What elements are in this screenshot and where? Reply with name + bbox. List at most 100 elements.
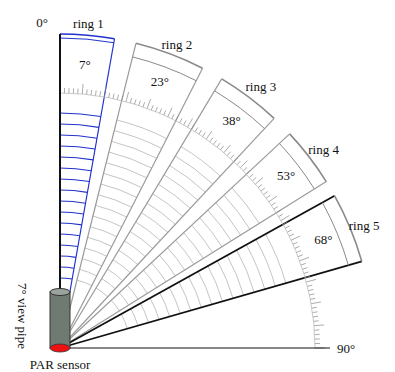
ring-ray (60, 261, 362, 348)
scale-tick (312, 307, 317, 309)
scale-tick (313, 316, 318, 318)
hatch-arc (96, 205, 127, 217)
scale-tick (224, 145, 230, 153)
scale-tick (252, 177, 256, 180)
hatch-arc (60, 124, 99, 127)
scale-tick (234, 158, 237, 162)
hatch-arc (60, 135, 97, 138)
hatch-arc (232, 188, 259, 224)
scale-tick (172, 114, 174, 118)
hatch-arc (169, 287, 180, 313)
hatch-arc (60, 267, 74, 268)
scale-tick (203, 132, 206, 136)
ring-sector (60, 43, 203, 348)
scale-tick (296, 251, 301, 253)
scale-tick (231, 155, 234, 159)
scale-tick (77, 89, 78, 94)
scale-tick (246, 171, 250, 174)
hatch-arc (150, 298, 159, 320)
scale-tick (143, 102, 145, 107)
scale-tick (311, 302, 321, 304)
hatch-arc (60, 223, 82, 225)
ring-ray (60, 79, 222, 348)
scale-tick (199, 130, 202, 134)
scale-tick (308, 290, 313, 291)
scale-tick (315, 343, 320, 344)
scale-tick (91, 90, 93, 95)
scale-tick (279, 214, 283, 217)
scale-tick (151, 105, 153, 110)
scale-tick (314, 329, 319, 330)
ring-ray (60, 43, 136, 348)
hatch-arc (217, 261, 233, 299)
hatch-arc (85, 248, 107, 256)
scale-tick (180, 118, 182, 122)
hatch-arc (198, 271, 212, 304)
hatch-arc (237, 250, 255, 292)
ring-band (60, 38, 114, 43)
hatch-arc (102, 279, 116, 289)
hatch-arc (60, 278, 72, 279)
hatch-arc (141, 213, 167, 233)
hatch-arc (93, 216, 122, 227)
scale-tick (307, 285, 312, 286)
hatch-arc (224, 195, 250, 229)
hatch-arc (130, 231, 153, 248)
pipe-top (50, 289, 70, 296)
hatch-arc (60, 234, 80, 236)
scale-tick (300, 257, 309, 260)
scale-tick (213, 140, 216, 144)
hatch-arc (159, 255, 175, 276)
hatch-arc (124, 241, 145, 257)
ring-label: ring 2 (161, 37, 192, 50)
hatch-arc (106, 163, 147, 178)
scale-tick (68, 88, 69, 93)
scale-tick (274, 206, 278, 209)
hatch-arc (82, 259, 102, 266)
scale-tick (117, 95, 118, 100)
hatch-arc (119, 250, 138, 264)
scale-tick (160, 109, 162, 114)
scale-tick (276, 210, 280, 213)
scale-tick (240, 161, 247, 168)
hatch-arc (111, 300, 119, 311)
ring-sector (60, 134, 326, 348)
scale-tick (210, 138, 213, 142)
scale-tick (82, 84, 84, 94)
view-pipe (50, 289, 70, 353)
hatch-arc (90, 227, 117, 237)
horizon-line (60, 348, 330, 349)
scale-tick (295, 246, 300, 248)
hatch-arc (60, 113, 101, 117)
hatch-arc (208, 266, 223, 301)
scale-arc (60, 93, 315, 348)
ring-sector (60, 79, 274, 348)
scale-tick (122, 96, 123, 101)
hatch-arc (164, 175, 198, 200)
scale-tick (73, 88, 74, 93)
hatch-arc (189, 277, 202, 308)
scale-tick (289, 234, 293, 236)
scale-tick (191, 125, 194, 129)
scale-tick (135, 99, 136, 104)
scale-tick (293, 242, 298, 244)
scale-tick (227, 152, 230, 156)
hatch-arc (60, 256, 76, 257)
angle-label: 90° (337, 342, 355, 355)
hatch-arc (80, 269, 97, 275)
hatch-arc (60, 201, 86, 203)
hatch-arc (200, 218, 222, 247)
scale-tick (310, 298, 315, 300)
hatch-arc (60, 245, 78, 247)
hatch-arc (60, 190, 87, 192)
ring-label: ring 3 (246, 80, 277, 93)
ring-label: ring 4 (308, 143, 339, 156)
hatch-arc (104, 173, 142, 187)
hatch-arc (153, 194, 183, 217)
scale-tick (217, 143, 220, 147)
hatch-arc (60, 146, 95, 149)
hatch-arc (77, 280, 92, 286)
scale-tick (258, 184, 262, 187)
angle-label: 68° (314, 232, 332, 245)
scale-tick (147, 99, 150, 108)
